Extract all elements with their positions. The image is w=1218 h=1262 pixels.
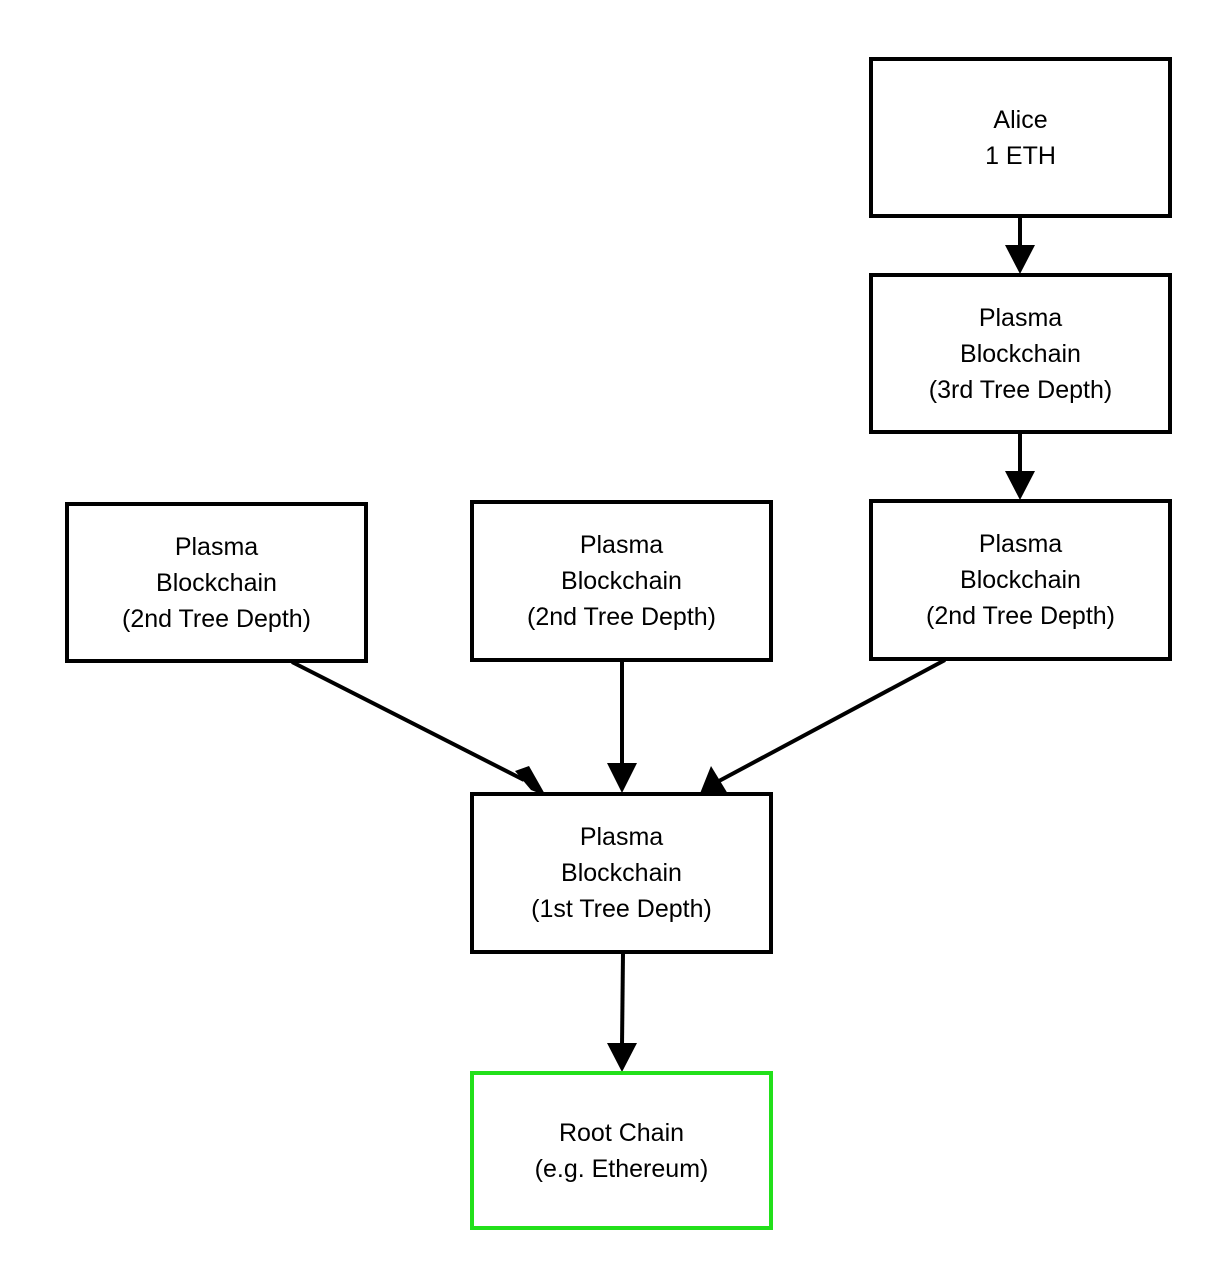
depth1-node: Plasma Blockchain (1st Tree Depth) <box>470 792 773 954</box>
arrowhead-depth2-left-to-depth1 <box>515 766 546 796</box>
depth3-line2: Blockchain <box>960 339 1081 368</box>
depth1-line1: Plasma <box>579 823 664 851</box>
depth3-node: Plasma Blockchain (3rd Tree Depth) <box>869 273 1172 434</box>
alice-balance: 1 ETH <box>985 141 1056 170</box>
root-chain-line1: Root Chain <box>558 1118 685 1147</box>
arrowhead-depth1-to-root <box>607 1043 637 1072</box>
arrowhead-depth3-to-depth2-right <box>1005 471 1035 500</box>
arrowhead-depth2-right-to-depth1 <box>699 766 728 796</box>
depth2-right-line2: Blockchain <box>960 566 1081 594</box>
depth2-right-line1: Plasma <box>978 530 1063 558</box>
depth2-left-line1: Plasma <box>174 532 259 561</box>
depth2-middle-line2: Blockchain <box>561 567 682 595</box>
alice-node: Alice 1 ETH <box>869 57 1172 218</box>
depth1-line2: Blockchain <box>561 859 682 887</box>
arrowhead-alice-to-depth3 <box>1005 245 1035 274</box>
arrow-depth2-left-to-depth1 <box>291 660 525 782</box>
depth2-middle-line3: (2nd Tree Depth) <box>527 603 716 631</box>
depth2-middle-line1: Plasma <box>579 531 664 559</box>
depth2-left-line2: Blockchain <box>156 568 277 597</box>
root-chain-line2: (e.g. Ethereum) <box>534 1154 709 1183</box>
depth2-right-line3: (2nd Tree Depth) <box>926 602 1115 630</box>
depth2-left-line3: (2nd Tree Depth) <box>122 604 311 633</box>
arrow-depth2-right-to-depth1 <box>718 658 946 783</box>
root-chain-node: Root Chain (e.g. Ethereum) <box>470 1071 773 1230</box>
depth3-line3: (3rd Tree Depth) <box>928 375 1113 404</box>
depth2-left-node: Plasma Blockchain (2nd Tree Depth) <box>65 502 368 663</box>
depth1-line3: (1st Tree Depth) <box>531 895 712 923</box>
depth2-middle-node: Plasma Blockchain (2nd Tree Depth) <box>470 500 773 662</box>
arrow-depth1-to-root <box>620 952 625 1047</box>
depth2-right-node: Plasma Blockchain (2nd Tree Depth) <box>869 499 1172 661</box>
depth3-line1: Plasma <box>978 303 1063 332</box>
arrowhead-depth2-middle-to-depth1 <box>607 763 637 793</box>
alice-name: Alice <box>993 105 1048 134</box>
